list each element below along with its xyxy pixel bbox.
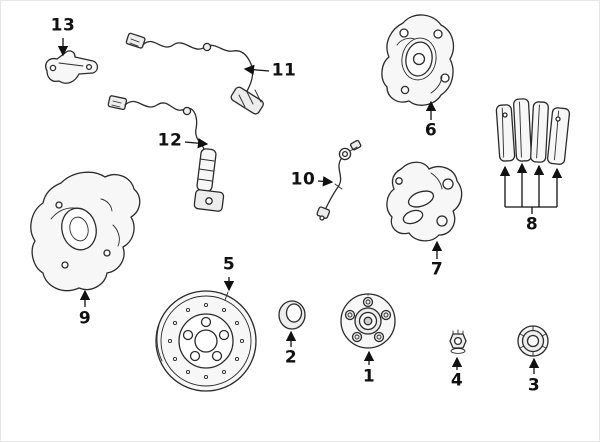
callout-1: 1 — [362, 366, 376, 387]
caliper-housing-drawing — [381, 14, 455, 106]
callout-leader-lines — [57, 38, 563, 374]
retaining-bracket-drawing — [45, 50, 99, 84]
callout-5: 5 — [222, 254, 236, 275]
callout-11: 11 — [271, 60, 297, 81]
splash-shield-drawing — [30, 171, 141, 292]
callout-2: 2 — [284, 347, 298, 368]
wear-sensor-lower-drawing — [107, 95, 225, 212]
wear-sensor-upper-drawing — [125, 32, 264, 115]
callout-10: 10 — [290, 169, 316, 190]
caliper-bracket-drawing — [386, 161, 463, 242]
wheel-hub-drawing — [340, 293, 396, 349]
brake-hose-drawing — [316, 139, 362, 221]
callout-3: 3 — [527, 375, 541, 396]
brake-rotor-drawing — [155, 290, 257, 392]
callout-13: 13 — [50, 15, 76, 36]
callout-7: 7 — [430, 259, 444, 280]
bearing-seal-drawing — [278, 300, 306, 330]
callout-9: 9 — [78, 308, 92, 329]
callout-8: 8 — [525, 214, 539, 235]
dust-cap-drawing — [517, 325, 549, 357]
callout-4: 4 — [450, 370, 464, 391]
lock-nut-drawing — [449, 329, 467, 354]
callout-6: 6 — [424, 120, 438, 141]
callout-12: 12 — [157, 130, 183, 151]
pad-set-bracket — [499, 162, 563, 214]
brake-pads-drawing — [495, 98, 571, 165]
